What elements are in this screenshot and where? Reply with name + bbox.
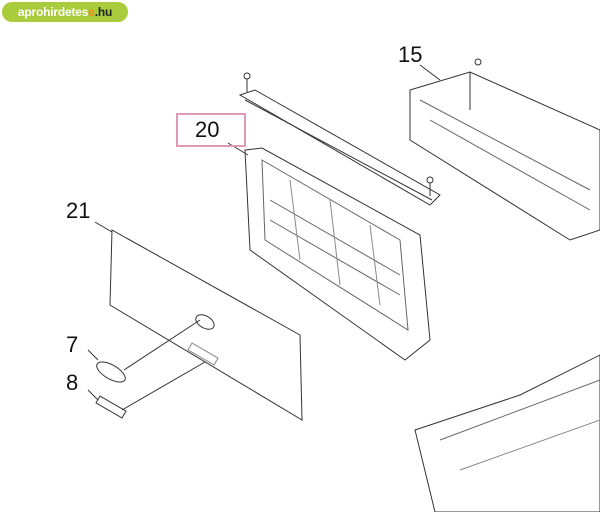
callout-7: 7 <box>66 332 79 357</box>
rail-bracket <box>238 72 441 206</box>
part-15-fuser <box>409 58 600 241</box>
part-21-panel <box>109 229 303 421</box>
logo-domain: .hu <box>94 5 113 19</box>
logo-text: aprohirdetes <box>17 5 89 19</box>
callout-21: 21 <box>66 198 91 223</box>
leader-lines <box>87 64 441 411</box>
part-7-pad <box>96 361 126 383</box>
callout-20: 20 <box>195 117 220 142</box>
part-20-frame <box>244 147 431 361</box>
paper-tray <box>414 354 600 512</box>
part-8-pad <box>95 395 127 419</box>
highlight-box-20 <box>176 113 246 147</box>
logo-accent: e <box>88 5 95 19</box>
callout-8: 8 <box>66 370 79 395</box>
callout-15: 15 <box>398 42 423 67</box>
